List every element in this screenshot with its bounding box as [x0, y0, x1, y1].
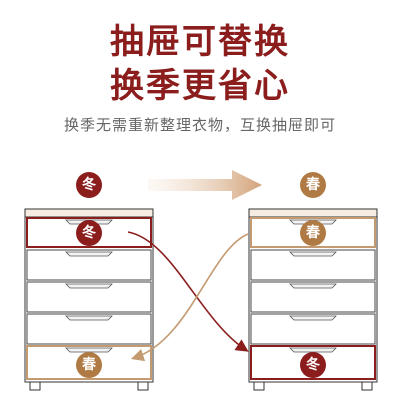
spring-badge-right: 春 — [300, 172, 326, 198]
spring-badge-drawer-right: 春 — [300, 220, 326, 246]
title-line-2: 换季更省心 — [110, 66, 290, 106]
spring-badge-drawer-left: 春 — [76, 352, 102, 378]
title-line-1: 抽屉可替换 — [110, 22, 290, 62]
drawer-4-right[interactable] — [250, 313, 376, 345]
winter-badge-left: 冬 — [76, 172, 102, 198]
subtitle: 换季无需重新整理衣物，互换抽屉即可 — [63, 116, 336, 134]
drawer-2-left[interactable] — [26, 249, 152, 281]
drawer-2-right[interactable] — [250, 249, 376, 281]
winter-badge-drawer-right: 冬 — [300, 352, 326, 378]
drawer-3-right[interactable] — [250, 281, 376, 313]
drawer-4-left[interactable] — [26, 313, 152, 345]
swap-arrow-icon — [148, 170, 262, 200]
winter-badge-drawer-left: 冬 — [76, 220, 102, 246]
drawer-3-left[interactable] — [26, 281, 152, 313]
